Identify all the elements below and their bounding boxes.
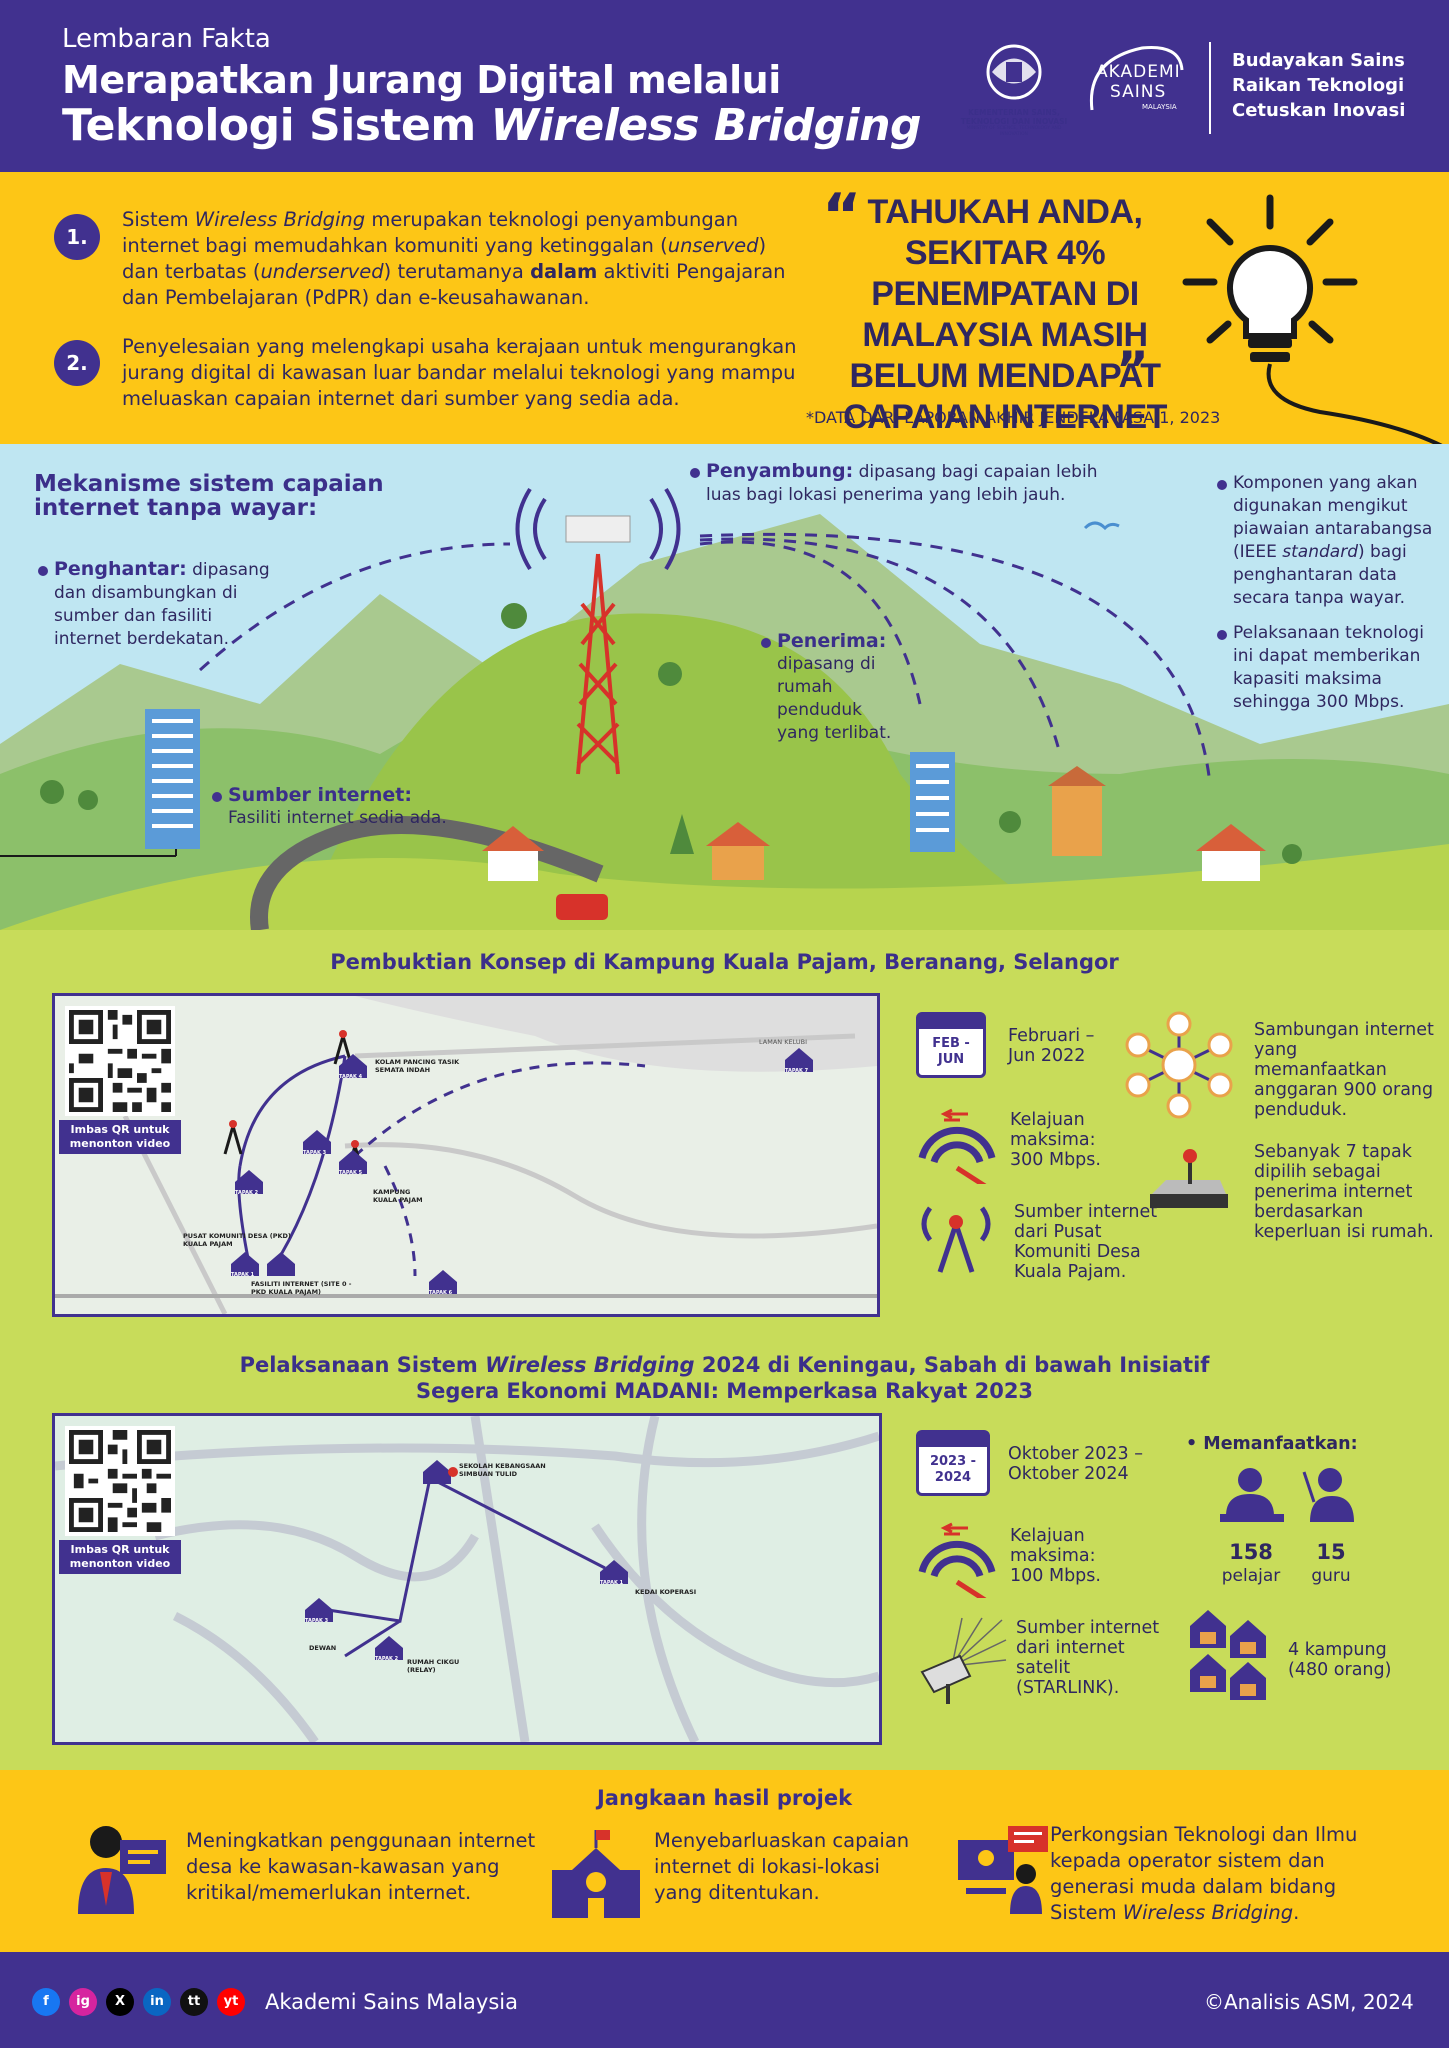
facebook-icon[interactable]: f (32, 1988, 60, 2016)
map-label-rumah-cikgu: RUMAH CIKGU (RELAY) (407, 1658, 460, 1674)
point2-text: Penyelesaian yang melengkapi usaha keraj… (122, 335, 797, 410)
sabah-speed-icon (918, 1522, 996, 1598)
map-label-facility: FASILITI INTERNET (SITE 0 - PKD KUALA PA… (251, 1280, 352, 1296)
sabah-qr-caption: Imbas QR untuk menonton video (59, 1540, 181, 1574)
school-icon (552, 1830, 640, 1918)
map-label-kampung: KAMPUNG KUALA PAJAM (373, 1188, 423, 1204)
poc-site-1: TAPAK 1 (231, 1272, 255, 1278)
poc-calendar-icon: FEB - JUN (916, 1012, 986, 1078)
sabah-period: Oktober 2023 – Oktober 2024 (1008, 1444, 1143, 1484)
poc-site-7: TAPAK 7 (785, 1068, 809, 1074)
outcome-2: Menyebarluaskan capaian internet di loka… (654, 1829, 910, 1904)
open-quote-icon: “ (822, 181, 862, 251)
sabah-title: Pelaksanaan Sistem Wireless Bridging 202… (239, 1353, 1210, 1403)
poc-map-drawing (55, 996, 877, 1314)
map-label-school: SEKOLAH KEBANGSAAN SIMBUAN TULID (459, 1462, 546, 1478)
academy-logo: AKADEMI SAINS MALAYSIA (1082, 40, 1190, 132)
ieee-note: Komponen yang akan digunakan mengikut pi… (1217, 472, 1443, 610)
poc-beneficiaries: Sambungan internet yang memanfaatkan ang… (1254, 1020, 1434, 1120)
poc-speed-icon (918, 1108, 996, 1184)
poc-site-2: TAPAK 2 (235, 1190, 259, 1196)
mechanism-title: Mekanisme sistem capaian internet tanpa … (34, 471, 384, 521)
map-label-laman: LAMAN KELUBI (759, 1038, 808, 1046)
sabah-speed: Kelajuan maksima: 100 Mbps. (1010, 1526, 1101, 1586)
outcomes-title: Jangkaan hasil projek (596, 1786, 853, 1810)
kicker: Lembaran Fakta (62, 24, 271, 54)
poc-period: Februari – Jun 2022 (1008, 1026, 1095, 1066)
poc-title: Pembuktian Konsep di Kampung Kuala Pajam… (330, 950, 1119, 974)
quote-source: *DATA DARI LAPORAN AKHIR JENDELA FASA 1,… (806, 408, 1221, 427)
close-quote-icon: ” (1116, 341, 1149, 399)
outcome-1: Meningkatkan penggunaan internet desa ke… (186, 1829, 536, 1904)
header-divider (1209, 42, 1211, 134)
map-label-dewan: DEWAN (309, 1644, 337, 1652)
capacity-note: Pelaksanaan teknologi ini dapat memberik… (1217, 622, 1443, 714)
sabah-calendar-icon: 2023 - 2024 (916, 1430, 990, 1496)
poc-map[interactable]: Imbas QR untuk menonton video KOLAM PANC… (52, 993, 880, 1317)
outcomes-section (0, 1770, 1449, 1952)
students-label: pelajar (1221, 1566, 1281, 1586)
teacher-icon (1302, 1468, 1354, 1522)
sabah-map[interactable]: Imbas QR untuk menonton video SEKOLAH KE… (52, 1413, 882, 1745)
poc-qr-caption: Imbas QR untuk menonton video (59, 1120, 181, 1154)
teachers-count: 15 (1316, 1540, 1346, 1564)
presenter-icon (78, 1826, 166, 1914)
poc-site-6: TAPAK 6 (429, 1290, 453, 1296)
connector-note: Penyambung: dipasang bagi capaian lebih … (690, 460, 1106, 507)
community-network-icon (1125, 1011, 1233, 1119)
title-line2: Teknologi Sistem Wireless Bridging (62, 100, 922, 151)
poc-speed: Kelajuan maksima: 300 Mbps. (1010, 1110, 1101, 1170)
poc-sites-note: Sebanyak 7 tapak dipilih sebagai penerim… (1254, 1142, 1434, 1242)
instagram-icon[interactable]: ig (69, 1988, 97, 2016)
sabah-map-drawing (55, 1416, 879, 1742)
receiver-note: Penerima:dipasang di rumah penduduk yang… (761, 630, 897, 745)
poc-site-4: TAPAK 4 (339, 1074, 363, 1080)
benefit-label: • Memanfaatkan: (1186, 1434, 1358, 1454)
poc-site-3: TAPAK 3 (303, 1150, 327, 1156)
quote-text: TAHUKAH ANDA, SEKITAR 4% PENEMPATAN DI M… (843, 193, 1167, 477)
teachers-label: guru (1311, 1566, 1351, 1586)
satellite-dish-icon (920, 1617, 1007, 1704)
router-icon (1150, 1149, 1228, 1208)
header-banner: Lembaran Fakta Merapatkan Jurang Digital… (0, 0, 1449, 172)
villages-icon (1190, 1610, 1266, 1700)
mechanism-illustration (0, 444, 1449, 930)
student-icon (1220, 1468, 1284, 1522)
students-count: 158 (1229, 1540, 1273, 1564)
sabah-site-1: TAPAK 1 (600, 1580, 624, 1586)
transmitter-note: Penghantar: dipasang dan disambungkan di… (38, 558, 276, 651)
footer-org: Akademi Sains Malaysia (265, 1990, 518, 2014)
map-label-koperasi: KEDAI KOPERASI (635, 1588, 697, 1596)
outcome-3: Perkongsian Teknologi dan Ilmu kepada op… (1050, 1823, 1358, 1924)
poc-tower-icon (921, 1206, 991, 1273)
map-label-kolam: KOLAM PANCING TASIK SEMATA INDAH (375, 1058, 460, 1074)
sabah-qr-code[interactable] (65, 1426, 175, 1536)
poc-source: Sumber internet dari Pusat Komuniti Desa… (1014, 1202, 1158, 1282)
sabah-site-3: TAPAK 3 (305, 1618, 329, 1624)
intro-section (0, 172, 1449, 444)
ministry-logo: KEMENTERIAN SAINS, TEKNOLOGI DAN INOVASI… (961, 40, 1067, 137)
point1-text: Sistem Wireless Bridging merupakan tekno… (122, 208, 786, 309)
knowledge-sharing-icon (958, 1826, 1048, 1914)
x-icon[interactable]: X (106, 1988, 134, 2016)
sabah-site-2: TAPAK 2 (375, 1656, 399, 1662)
map-label-pkd: PUSAT KOMUNITI DESA (PKD) KUALA PAJAM (183, 1232, 291, 1248)
lightbulb-icon (1182, 194, 1447, 450)
point1-number: 1. (54, 214, 100, 260)
villages-count: 4 kampung (480 orang) (1288, 1640, 1392, 1680)
title-line1: Merapatkan Jurang Digital melalui (62, 58, 781, 102)
sabah-source: Sumber internet dari internet satelit (S… (1016, 1618, 1160, 1698)
poc-site-5: TAPAK 5 (339, 1170, 363, 1176)
tiktok-icon[interactable]: tt (180, 1988, 208, 2016)
poc-qr-code[interactable] (65, 1006, 175, 1116)
source-note: Sumber internet:Fasiliti internet sedia … (212, 784, 468, 830)
point2-number: 2. (54, 340, 100, 386)
footer-copyright: ©Analisis ASM, 2024 (1204, 1990, 1414, 2014)
linkedin-icon[interactable]: in (143, 1988, 171, 2016)
youtube-icon[interactable]: yt (217, 1988, 245, 2016)
